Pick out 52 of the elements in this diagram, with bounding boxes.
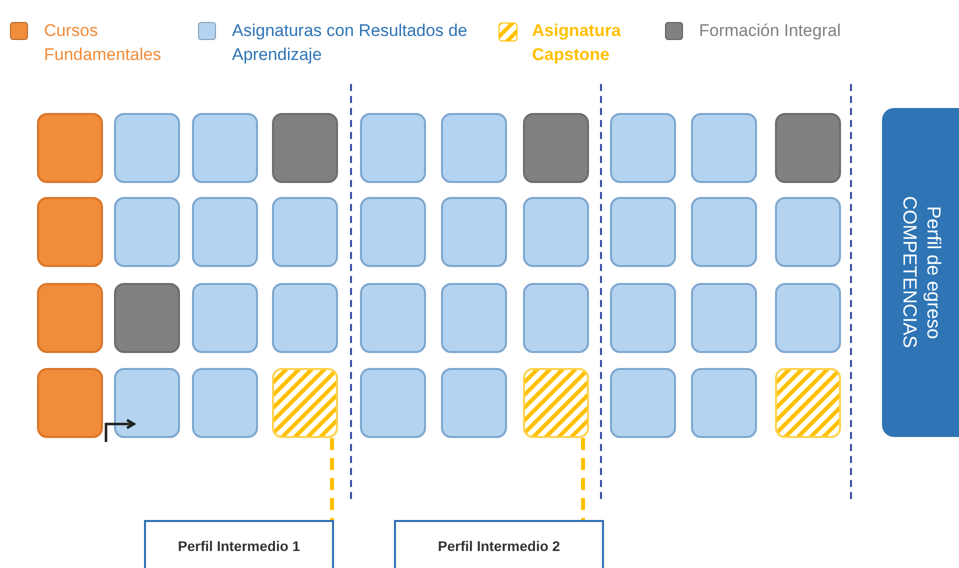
capstone-course-tile bbox=[523, 368, 589, 438]
learning-outcomes-course-tile bbox=[360, 283, 426, 353]
graduate-profile-panel bbox=[882, 108, 959, 437]
legend-label: Formación Integral bbox=[699, 20, 842, 42]
learning-outcomes-course-tile bbox=[775, 283, 841, 353]
fundamentals-course-tile bbox=[37, 283, 103, 353]
integral-training-tile bbox=[272, 113, 338, 183]
learning-outcomes-course-tile bbox=[192, 113, 258, 183]
capstone-course-tile bbox=[775, 368, 841, 438]
integral-training-tile bbox=[523, 113, 589, 183]
learning-outcomes-course-tile bbox=[114, 113, 180, 183]
learning-outcomes-course-tile bbox=[610, 113, 676, 183]
learning-outcomes-course-tile bbox=[775, 197, 841, 267]
panel-title: COMPETENCIAS bbox=[898, 196, 920, 349]
learning-outcomes-course-tile bbox=[114, 368, 180, 438]
intermediate-profile-box: Perfil Intermedio 2 bbox=[394, 520, 604, 568]
learning-outcomes-course-tile bbox=[691, 113, 757, 183]
legend-label: Asignatura Capstone bbox=[532, 20, 622, 66]
learning-outcomes-course-tile bbox=[272, 197, 338, 267]
capstone-course-tile bbox=[272, 368, 338, 438]
learning-outcomes-course-tile bbox=[360, 368, 426, 438]
panel-heading: Perfil de egreso bbox=[922, 204, 944, 342]
connector-line bbox=[581, 438, 585, 520]
fundamentals-course-tile bbox=[37, 197, 103, 267]
learning-outcomes-course-tile bbox=[523, 283, 589, 353]
learning-outcomes-course-tile bbox=[610, 197, 676, 267]
learning-outcomes-course-tile bbox=[441, 197, 507, 267]
fundamentals-course-tile bbox=[37, 113, 103, 183]
learning-outcomes-course-tile bbox=[360, 197, 426, 267]
fundamentals-course-tile bbox=[37, 368, 103, 438]
arrow bbox=[104, 418, 136, 442]
learning-outcomes-course-tile bbox=[610, 368, 676, 438]
learning-outcomes-course-tile bbox=[441, 283, 507, 353]
learning-outcomes-course-tile bbox=[691, 368, 757, 438]
learning-outcomes-course-tile bbox=[272, 283, 338, 353]
intermediate-profile-box: Perfil Intermedio 1 bbox=[144, 520, 334, 568]
learning-outcomes-course-tile bbox=[441, 368, 507, 438]
legend-label: Cursos Fundamentales bbox=[44, 20, 162, 66]
learning-outcomes-course-tile bbox=[523, 197, 589, 267]
learning-outcomes-course-tile bbox=[114, 197, 180, 267]
legend-label: Asignaturas con Resultados de Aprendizaje bbox=[232, 20, 468, 66]
learning-outcomes-course-tile bbox=[192, 283, 258, 353]
connector-line bbox=[330, 438, 334, 520]
learning-outcomes-course-tile bbox=[691, 283, 757, 353]
integral-training-tile bbox=[775, 113, 841, 183]
integral-training-tile bbox=[114, 283, 180, 353]
learning-outcomes-course-tile bbox=[192, 368, 258, 438]
learning-outcomes-course-tile bbox=[610, 283, 676, 353]
learning-outcomes-course-tile bbox=[441, 113, 507, 183]
learning-outcomes-course-tile bbox=[192, 197, 258, 267]
learning-outcomes-course-tile bbox=[691, 197, 757, 267]
learning-outcomes-course-tile bbox=[360, 113, 426, 183]
